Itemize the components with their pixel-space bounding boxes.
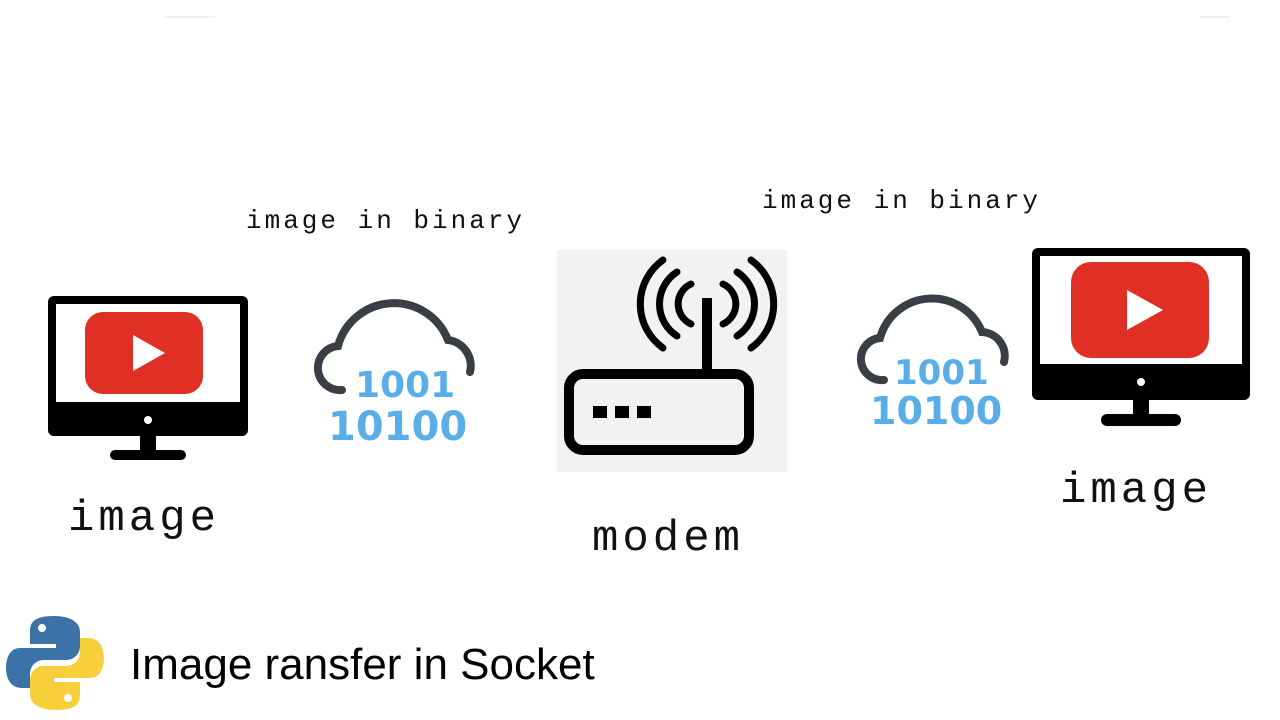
binary-cloud-icon: 1001 10100 <box>313 299 475 450</box>
binary-text-line1: 1001 <box>894 353 989 393</box>
flow-label-left: image in binary <box>246 206 526 236</box>
binary-text-line1: 1001 <box>355 365 455 406</box>
node-label-receiver: image <box>1060 466 1213 516</box>
binary-text-line2: 10100 <box>870 389 1002 433</box>
node-label-sender: image <box>68 494 221 544</box>
top-divider <box>1200 16 1230 18</box>
binary-text-line2: 10100 <box>328 404 467 450</box>
python-logo <box>6 616 104 710</box>
node-label-modem: modem <box>592 514 745 564</box>
top-divider <box>165 16 215 18</box>
monitor-youtube-icon <box>1032 248 1250 426</box>
flow-label-right: image in binary <box>762 186 1042 216</box>
monitor-youtube-icon <box>48 296 248 460</box>
binary-cloud-icon: 1001 10100 <box>856 294 1009 433</box>
page-title: Image ransfer in Socket <box>130 640 595 689</box>
router-icon <box>564 256 778 455</box>
modem-tile <box>557 250 787 472</box>
